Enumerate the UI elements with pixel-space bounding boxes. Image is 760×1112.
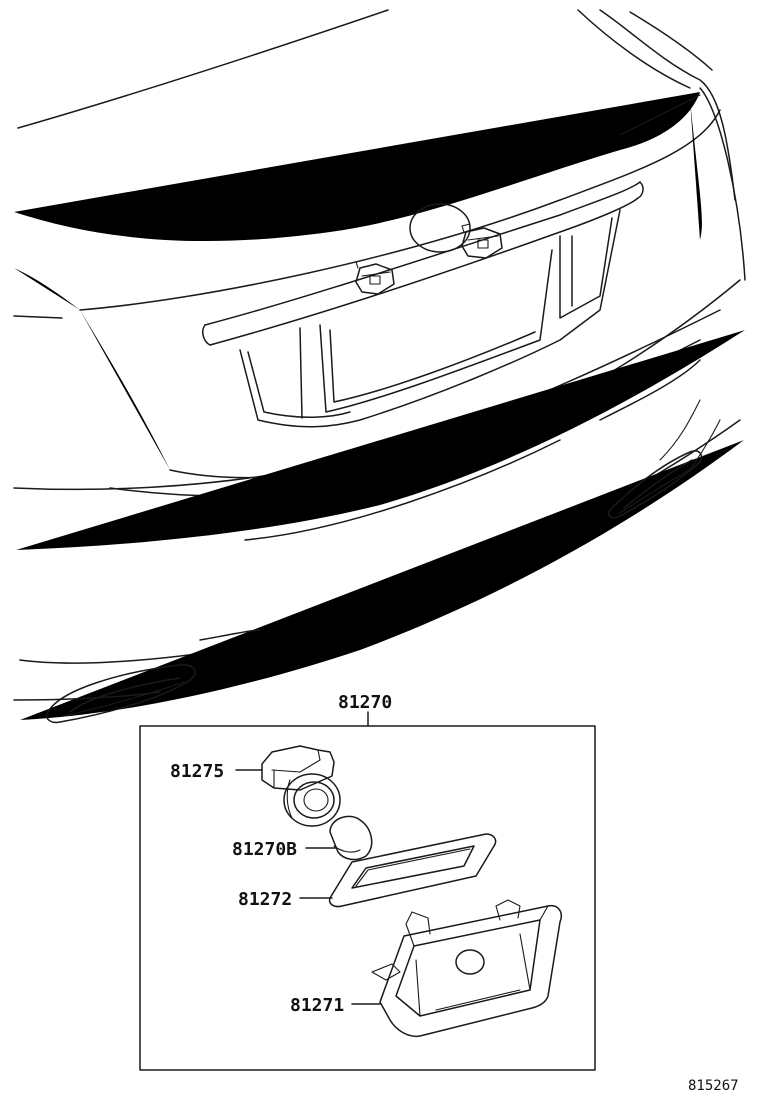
callout-81270: 81270 bbox=[338, 692, 392, 713]
rear-reflector-right bbox=[608, 450, 703, 519]
gasket-part: 81272 bbox=[238, 833, 497, 910]
callout-81275: 81275 bbox=[170, 761, 224, 782]
license-lamp-left bbox=[355, 259, 395, 295]
housing-part: 81271 bbox=[290, 899, 562, 1038]
bulb-part: 81270B bbox=[232, 815, 373, 861]
rear-reflector-left bbox=[46, 664, 196, 724]
license-plate-recess bbox=[202, 181, 644, 428]
license-lamp-right bbox=[461, 223, 503, 259]
figure-id: 815267 bbox=[688, 1078, 739, 1094]
car-rear-body bbox=[13, 9, 746, 720]
socket-part: 81275 bbox=[170, 745, 341, 827]
assembly-box: 81270 bbox=[139, 692, 596, 1071]
callout-81271: 81271 bbox=[290, 995, 344, 1016]
callout-81270b: 81270B bbox=[232, 839, 297, 860]
callout-81272: 81272 bbox=[238, 889, 292, 910]
